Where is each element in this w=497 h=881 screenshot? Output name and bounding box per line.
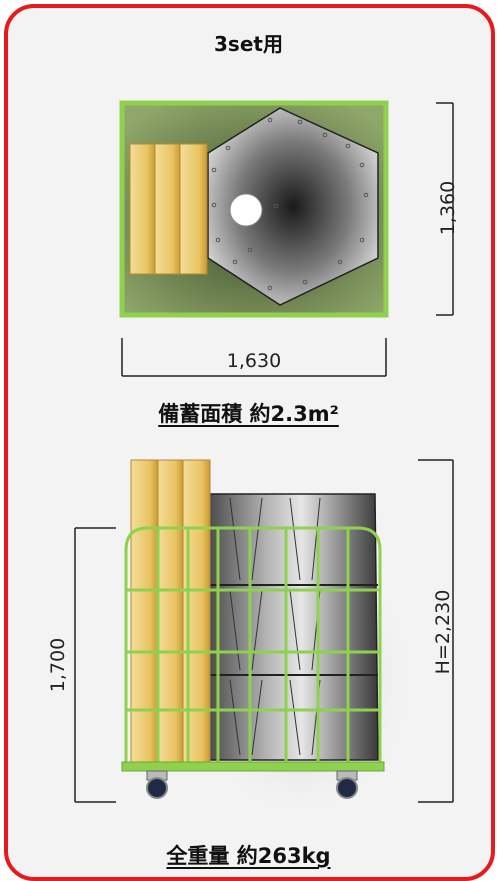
cart-height-dimension-label: 1,700 [47,637,69,693]
caster-right [336,770,358,799]
cart-cage [124,526,382,765]
side-view [121,459,415,820]
tank-top-hexagon [207,107,379,306]
width-dimension-line [121,338,387,377]
cart-base [121,761,385,772]
cart-height-dimension-line [74,527,116,803]
top-view [119,100,389,318]
tank-body [207,493,379,761]
width-dimension-label: 1,630 [226,350,282,372]
tank-cap [229,193,263,227]
weight-caption: 全重量 約263kg [166,844,331,868]
total-height-dimension-label: H=2,230 [432,589,454,675]
depth-dimension-line [436,102,454,316]
total-height-dimension-line [418,459,454,803]
set-label: 3set用 [214,32,283,56]
depth-dimension-label: 1,360 [437,180,459,236]
area-caption: 備蓄面積 約2.3m² [158,402,339,426]
caster-left [146,770,168,799]
